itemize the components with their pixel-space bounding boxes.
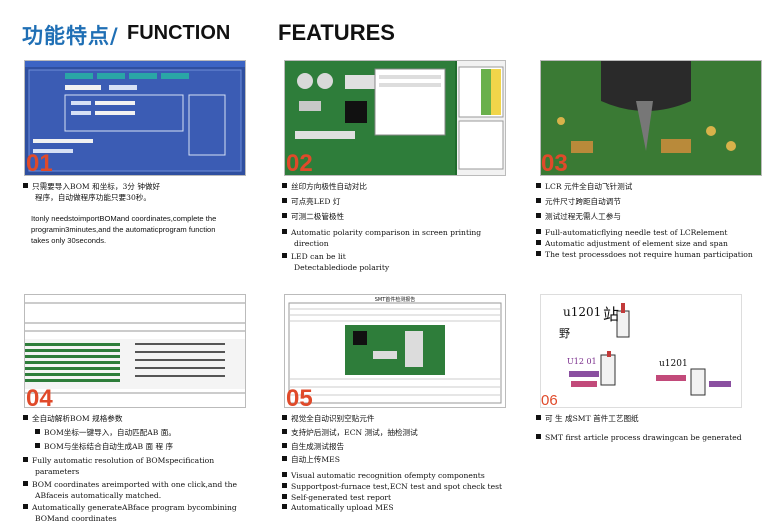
- panel-03-line-1: LCR 元件全自动飞针测试: [536, 182, 753, 193]
- panel-03-line-6: The test processdoes not require human p…: [536, 250, 753, 261]
- panel-04-line-4: Fully automatic resolution of BOMspecifi…: [23, 456, 237, 467]
- panel-01-caption: 只需要导入BOM 和坐标，3分 钟做好 程序，自动做程序功能只要30秒。: [23, 182, 160, 204]
- panel-04-line-6: BOM coordinates areimported with one cli…: [23, 480, 237, 491]
- software-screenshot: [25, 61, 245, 172]
- panel-06-caption: 可 生 成SMT 首件工艺图纸 SMT first article proces…: [536, 414, 742, 444]
- panel-01-image: [24, 60, 246, 176]
- panel-04-line-1: 全自动解析BOM 规格参数: [23, 414, 237, 425]
- panel-04-image: [24, 294, 246, 408]
- panel-02-line-1: 丝印方向极性自动对比: [282, 182, 481, 193]
- panel-02-line-2: 可点亮LED 灯: [282, 197, 481, 208]
- panel-02-line-7: Detectablediode polarity: [294, 262, 390, 272]
- panel-04-caption: 全自动解析BOM 规格参数 BOM坐标一键导入，自动匹配AB 面。 BOM与坐标…: [23, 414, 237, 525]
- panel-03-line-3: 测试过程无需人工参与: [536, 212, 753, 223]
- panel-05-line-3: 自生成测试报告: [282, 442, 502, 453]
- flying-probe-photo: [541, 61, 761, 175]
- panel-02-line-3: 可测二极管极性: [282, 212, 481, 223]
- title-chinese: 功能特点/: [22, 24, 119, 48]
- panel-05-image: SMT首件检测报告: [284, 294, 506, 408]
- pcb-polarity-screenshot: [285, 61, 505, 175]
- panel-05-line-4: 自动上传MES: [282, 455, 502, 466]
- panel-01-line-2: 程序，自动做程序功能只要30秒。: [35, 192, 151, 202]
- panel-04-line-9: BOMand coordinates: [35, 514, 117, 524]
- panel-06-number: 06: [541, 392, 558, 409]
- label-u1201-a: u1201: [563, 305, 602, 319]
- panel-04-number: 04: [26, 385, 53, 412]
- panel-04-line-8: Automatically generateABface program byc…: [23, 503, 237, 514]
- panel-05-number: 05: [286, 385, 313, 412]
- panel-01-line-4: programin3minutes,and the automaticprogr…: [31, 224, 216, 234]
- panel-01-number: 01: [26, 150, 53, 177]
- panel-06-image: u1201 站 野 U12 01 u1201: [540, 294, 742, 408]
- panel-02-line-6: LED can be lit: [282, 252, 481, 263]
- panel-01-caption-en: Itonly needstoimportBOMand coordinates,c…: [31, 214, 216, 246]
- smt-report-screenshot: [288, 302, 502, 404]
- panel-04-line-7: ABfaceis automatically matched.: [35, 490, 162, 500]
- panel-04-line-3: BOM与坐标结合自动生成AB 面 程 序: [23, 442, 237, 453]
- panel-04-line-2: BOM坐标一键导入，自动匹配AB 面。: [23, 428, 237, 439]
- panel-05-line-7: Self-generated test report: [282, 493, 502, 504]
- panel-02-line-4: Automatic polarity comparison in screen …: [282, 228, 481, 239]
- label-station: 站: [603, 305, 620, 324]
- panel-05-line-8: Automatically upload MES: [282, 503, 502, 514]
- panel-03-line-2: 元件尺寸跨距自动调节: [536, 197, 753, 208]
- panel-03-number: 03: [541, 150, 568, 177]
- panel-02-caption: 丝印方向极性自动对比 可点亮LED 灯 可测二极管极性 Automatic po…: [282, 182, 481, 273]
- panel-02-image: [284, 60, 506, 176]
- panel-01-line-1: 只需要导入BOM 和坐标，3分 钟做好: [23, 182, 160, 193]
- label-u1201-c: u1201: [659, 359, 688, 369]
- panel-04-line-5: parameters: [35, 467, 80, 477]
- panel-06-line-1: 可 生 成SMT 首件工艺图纸: [536, 414, 742, 425]
- title-features: FEATURES: [278, 20, 395, 45]
- panel-05-line-1: 视觉全自动识别空贴元件: [282, 414, 502, 425]
- report-title: SMT首件检测报告: [374, 297, 416, 303]
- label-field: 野: [559, 327, 570, 340]
- bom-spreadsheet: [25, 295, 245, 407]
- panel-02-line-5: direction: [294, 239, 329, 249]
- panel-05-line-2: 支持炉后测试，ECN 测试，抽检测试: [282, 428, 502, 439]
- panel-05-caption: 视觉全自动识别空贴元件 支持炉后测试，ECN 测试，抽检测试 自生成测试报告 自…: [282, 414, 502, 514]
- panel-03-line-4: Full-automaticflying needle test of LCRe…: [536, 228, 753, 239]
- panel-03-line-5: Automatic adjustment of element size and…: [536, 239, 753, 250]
- panel-05-line-6: Supportpost-furnace test,ECN test and sp…: [282, 482, 502, 493]
- panel-05-line-5: Visual automatic recognition ofempty com…: [282, 471, 502, 482]
- panel-02-number: 02: [286, 150, 313, 177]
- panel-01-line-5: takes only 30seconds.: [31, 235, 107, 245]
- panel-01-line-3: Itonly needstoimportBOMand coordinates,c…: [31, 214, 217, 223]
- process-drawing-image: [569, 303, 731, 396]
- panel-03-caption: LCR 元件全自动飞针测试 元件尺寸跨距自动调节 测试过程无需人工参与 Full…: [536, 182, 753, 261]
- panel-03-image: [540, 60, 762, 176]
- title-function: FUNCTION: [127, 22, 231, 44]
- label-u1201-b: U12 01: [567, 357, 597, 366]
- panel-06-line-2: SMT first article process drawingcan be …: [536, 433, 742, 444]
